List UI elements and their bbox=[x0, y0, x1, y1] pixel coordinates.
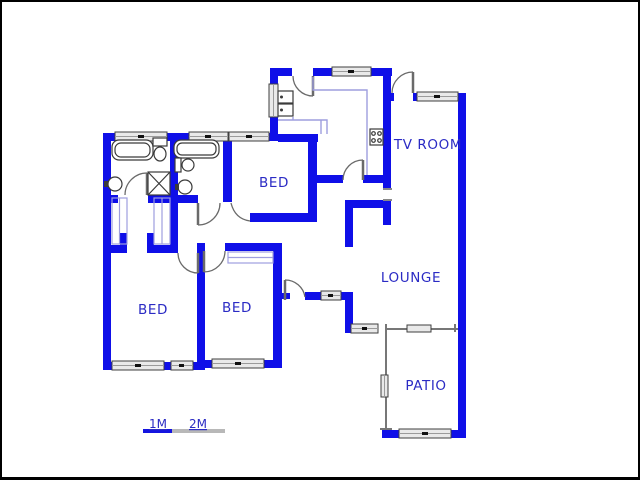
door bbox=[230, 202, 251, 222]
door bbox=[124, 172, 149, 196]
door bbox=[342, 159, 365, 181]
door bbox=[202, 250, 226, 273]
door bbox=[196, 202, 221, 226]
room-label-bed-north: BED bbox=[259, 175, 289, 191]
window bbox=[350, 323, 379, 334]
room-label-bed-west: BED bbox=[138, 302, 168, 318]
window bbox=[380, 374, 389, 398]
built-in-cupboard-icon bbox=[111, 197, 128, 245]
bathtub-icon bbox=[173, 139, 220, 159]
basin-icon bbox=[104, 176, 123, 192]
window bbox=[416, 91, 459, 102]
wall-opening-ticks bbox=[383, 188, 392, 201]
room-label-tv-room: TV ROOM bbox=[393, 137, 462, 153]
room-label-bed-center: BED bbox=[222, 300, 252, 316]
stove-icon bbox=[369, 128, 384, 146]
room-label-lounge: LOUNGE bbox=[381, 270, 441, 286]
kitchen-counter bbox=[278, 77, 368, 175]
door bbox=[177, 252, 200, 274]
bathtub-icon bbox=[111, 139, 154, 161]
scale-label-2m: 2M bbox=[189, 417, 207, 431]
window bbox=[170, 360, 194, 371]
window bbox=[211, 358, 265, 369]
scale-bar: 1M 2M bbox=[143, 417, 225, 433]
basin-icon bbox=[175, 179, 193, 195]
window bbox=[398, 428, 452, 439]
built-in-cupboard-icon bbox=[153, 197, 171, 245]
toilet-icon bbox=[152, 137, 168, 162]
scale-label-1m: 1M bbox=[149, 417, 167, 431]
door bbox=[283, 279, 306, 300]
window bbox=[320, 290, 342, 301]
room-label-patio: PATIO bbox=[405, 378, 446, 394]
shower-icon bbox=[147, 171, 171, 196]
built-in-cupboard-icon bbox=[227, 251, 274, 264]
door bbox=[391, 71, 415, 94]
window bbox=[268, 83, 279, 118]
kitchen-sink-icon bbox=[277, 90, 294, 117]
window bbox=[111, 360, 165, 371]
toilet-icon bbox=[174, 157, 195, 173]
window bbox=[228, 131, 270, 142]
window bbox=[331, 66, 372, 77]
